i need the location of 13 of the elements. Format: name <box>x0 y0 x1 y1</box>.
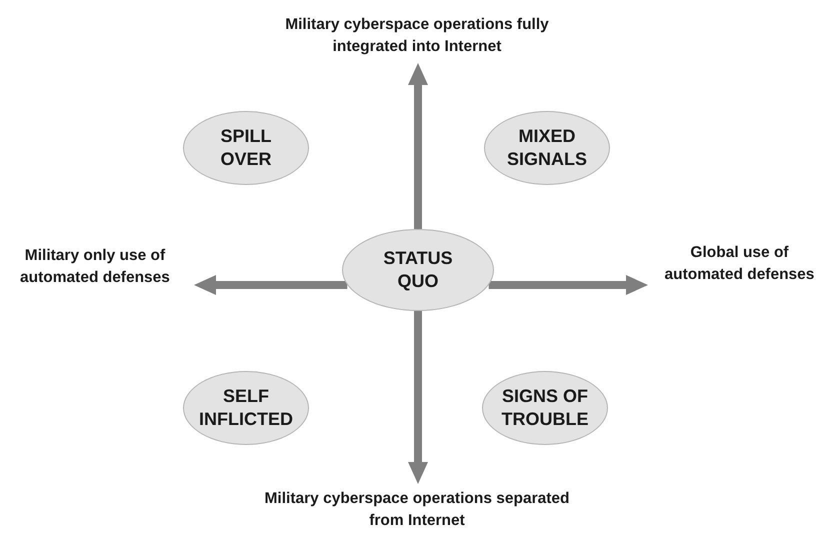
axis-label: Military cyberspace operations separated from Internet <box>257 488 577 533</box>
axis-label: Military only use of automated defenses <box>0 245 190 290</box>
arrow <box>194 275 348 295</box>
axis-label: Military cyberspace operations fully integrated into Internet <box>257 14 577 59</box>
arrow <box>408 62 428 229</box>
scenario-label: SELF INFLICTED <box>199 384 293 431</box>
scenario-label: SPILL OVER <box>219 124 272 171</box>
axis-label: Global use of automated defenses <box>652 242 827 287</box>
arrow <box>488 275 648 295</box>
scenario-label: STATUS QUO <box>382 246 454 293</box>
arrow <box>408 311 428 484</box>
scenario-label: MIXED SIGNALS <box>507 124 587 171</box>
scenario-label: SIGNS OF TROUBLE <box>502 384 588 431</box>
